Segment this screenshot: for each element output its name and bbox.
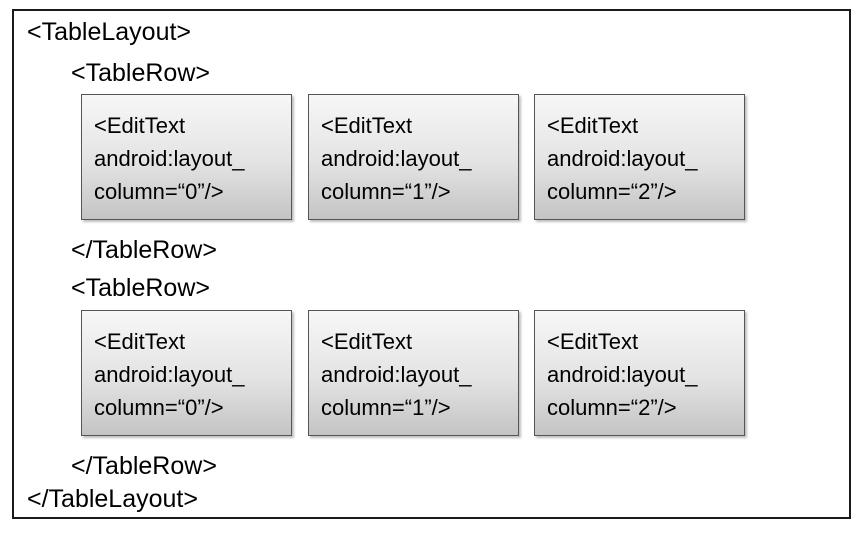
table-row-1-close-tag: </TableRow> (71, 236, 217, 264)
edit-text-box-r1-c0: <EditText android:layout_ column=“0”/> (81, 94, 292, 220)
edit-text-line: column=“0”/> (94, 395, 224, 420)
edit-text-line: android:layout_ (321, 146, 472, 171)
edit-text-line: column=“0”/> (94, 179, 224, 204)
edit-text-line: column=“2”/> (547, 395, 677, 420)
table-row-2-close-tag: </TableRow> (71, 452, 217, 480)
edit-text-line: column=“1”/> (321, 179, 451, 204)
edit-text-line: android:layout_ (547, 362, 698, 387)
edit-text-box-r1-c2: <EditText android:layout_ column=“2”/> (534, 94, 745, 220)
edit-text-line: <EditText (94, 329, 186, 354)
edit-text-box-r2-c2: <EditText android:layout_ column=“2”/> (534, 310, 745, 436)
edit-text-line: <EditText (547, 329, 639, 354)
edit-text-box-r2-c0: <EditText android:layout_ column=“0”/> (81, 310, 292, 436)
table-layout-open-tag: <TableLayout> (27, 18, 192, 46)
edit-text-line: android:layout_ (547, 146, 698, 171)
edit-text-box-r2-c1: <EditText android:layout_ column=“1”/> (308, 310, 519, 436)
edit-text-line: column=“2”/> (547, 179, 677, 204)
edit-text-line: android:layout_ (94, 146, 245, 171)
table-row-1-open-tag: <TableRow> (71, 59, 210, 87)
table-layout-close-tag: </TableLayout> (27, 485, 198, 513)
edit-text-line: <EditText (321, 113, 413, 138)
edit-text-line: column=“1”/> (321, 395, 451, 420)
edit-text-box-r1-c1: <EditText android:layout_ column=“1”/> (308, 94, 519, 220)
edit-text-line: android:layout_ (321, 362, 472, 387)
edit-text-line: android:layout_ (94, 362, 245, 387)
table-row-2-open-tag: <TableRow> (71, 274, 210, 302)
edit-text-line: <EditText (321, 329, 413, 354)
edit-text-line: <EditText (547, 113, 639, 138)
edit-text-line: <EditText (94, 113, 186, 138)
